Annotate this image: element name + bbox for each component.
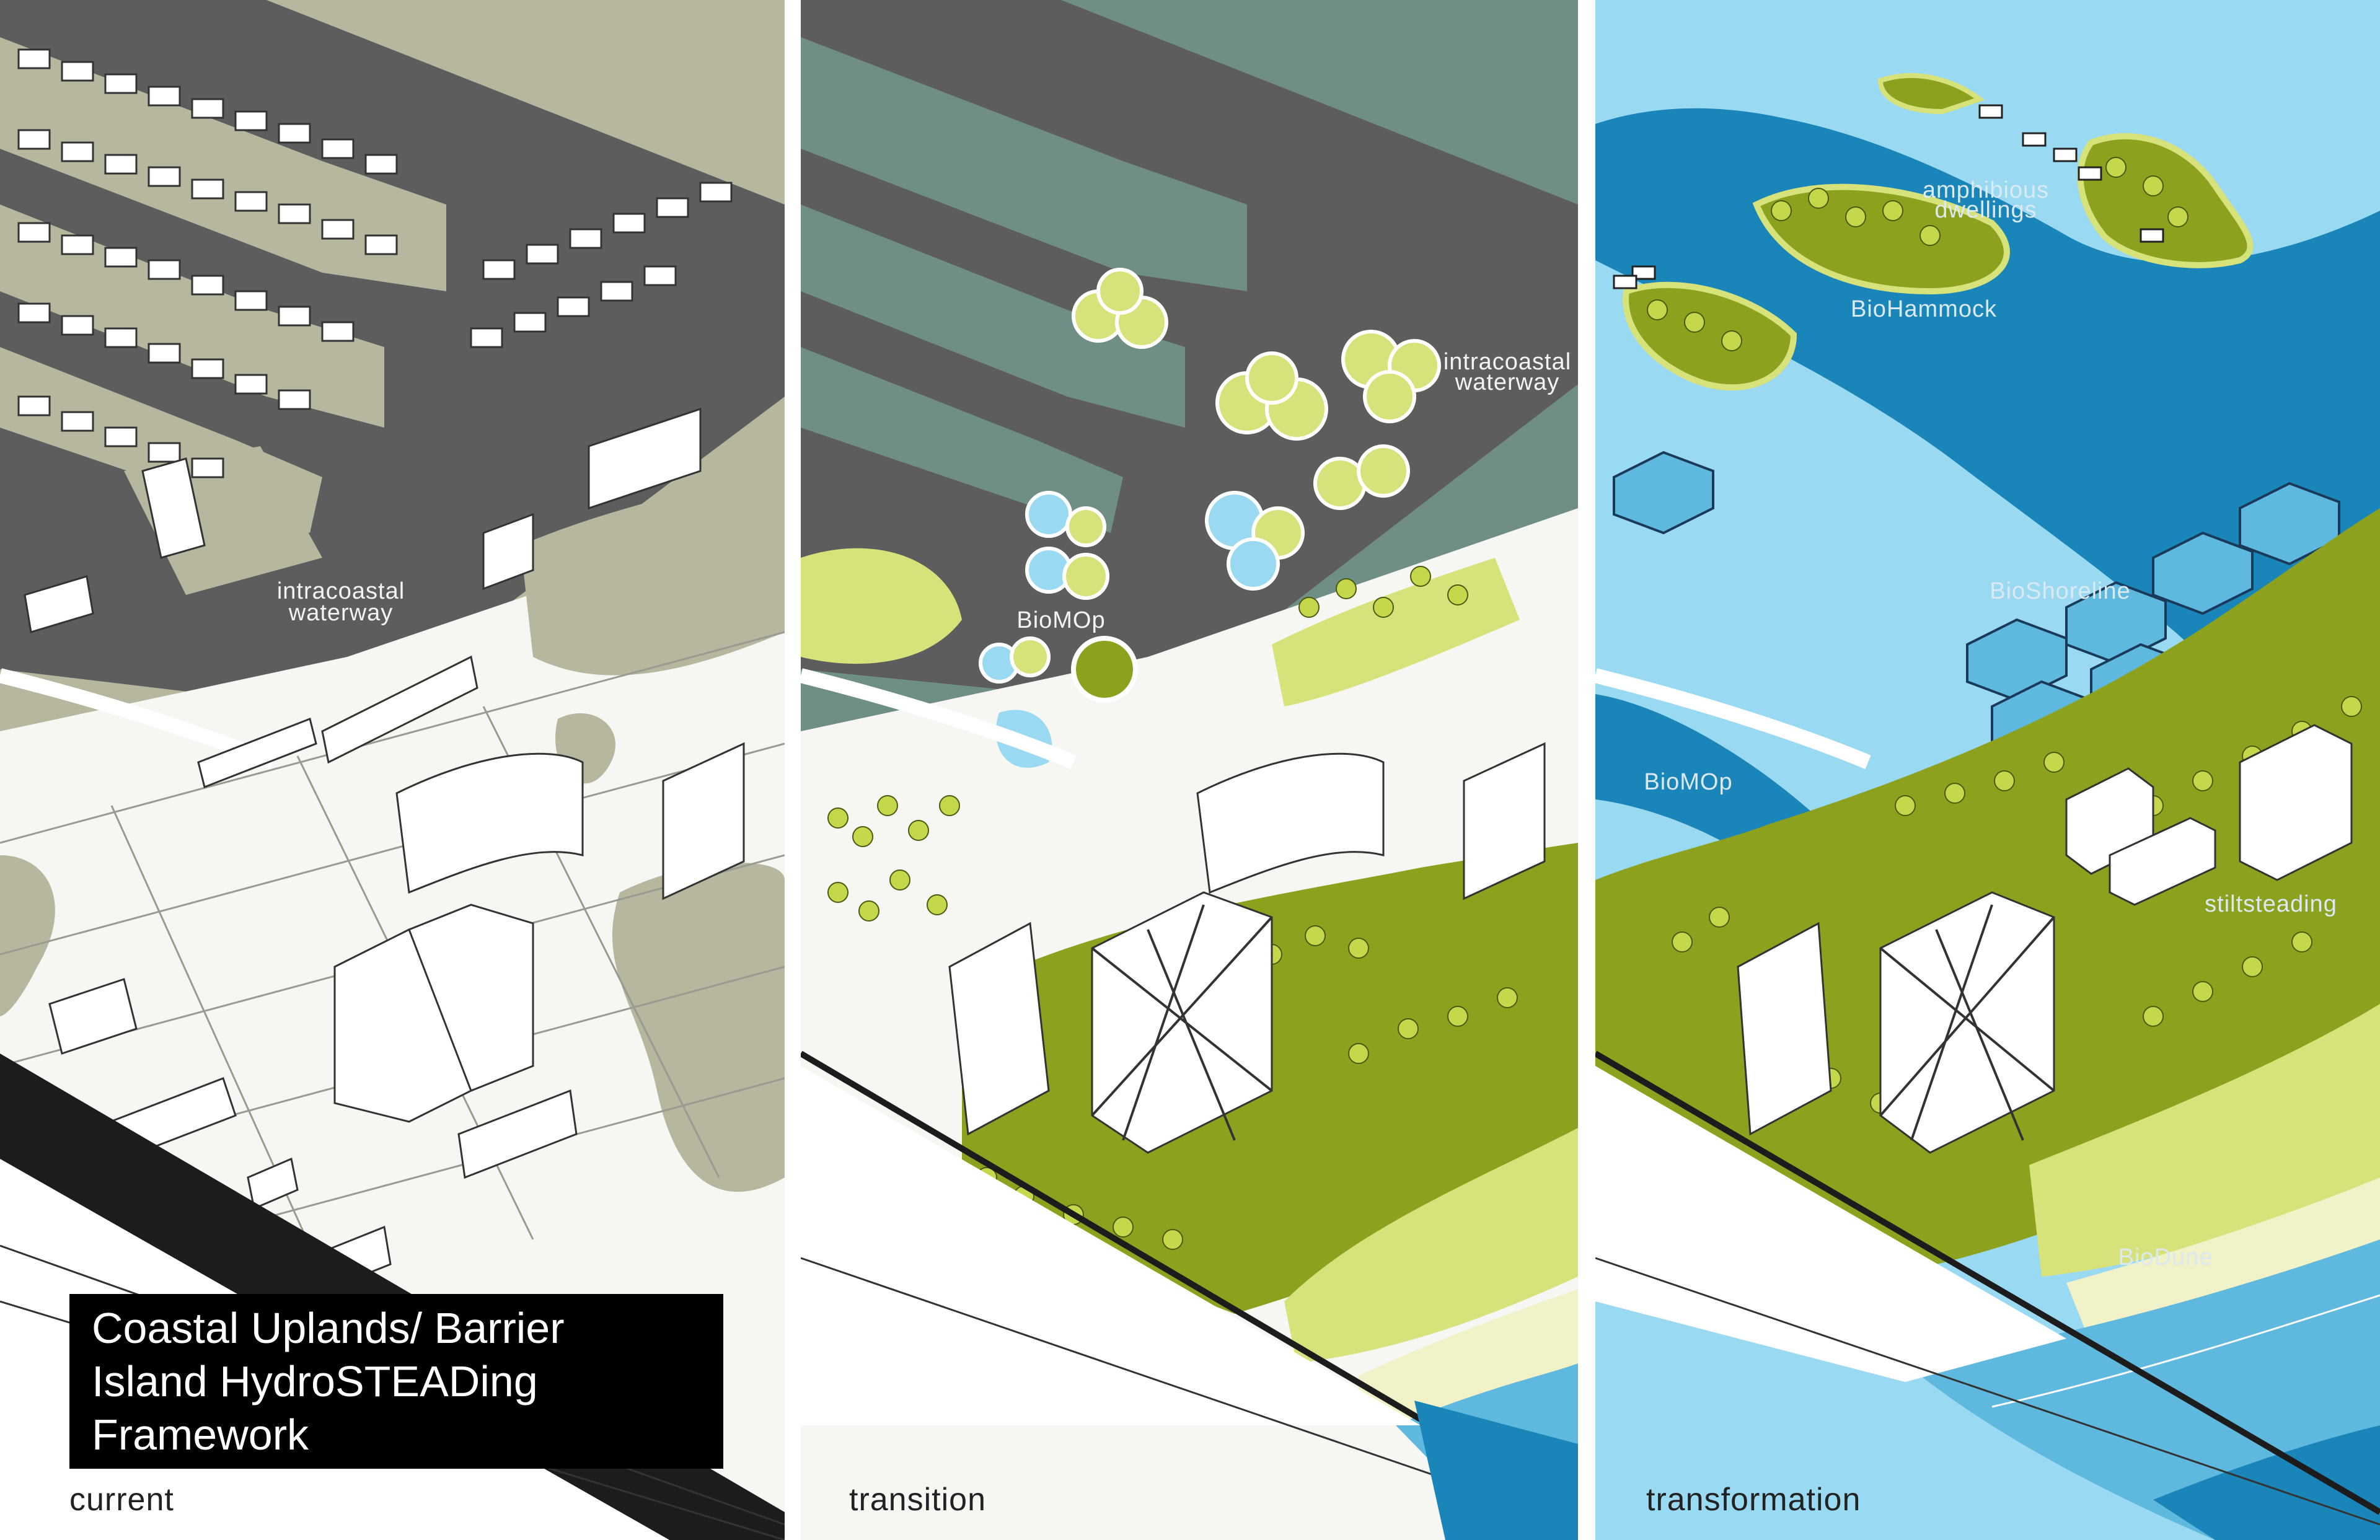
bridge <box>801 668 1077 770</box>
label-biodune: BioDune <box>2118 1244 2213 1270</box>
lattice-tower <box>1879 904 2055 1141</box>
dune-band <box>1284 1128 1578 1363</box>
transformation-map <box>1595 0 2380 1540</box>
green-patch <box>0 855 55 1016</box>
section-base <box>1595 1066 2066 1382</box>
panel-transformation: amphibious dwellings BioHammock BioShore… <box>1595 0 2380 1540</box>
caption-transition: transition <box>849 1482 986 1518</box>
label-intracoastal: intracoastal <box>276 578 405 604</box>
house-rows <box>17 48 733 478</box>
label-amphibious: amphibious <box>1922 177 2050 203</box>
dune-band <box>2029 1004 2380 1277</box>
label-biomop: BioMOp <box>1644 769 1733 795</box>
title-line-1: Coastal Uplands/ Barrier <box>92 1304 565 1352</box>
shore-wave <box>1991 1294 2380 1408</box>
title-box: Coastal Uplands/ Barrier Island HydroSTE… <box>69 1294 723 1469</box>
label-waterway: waterway <box>288 600 394 626</box>
ocean-deep <box>1414 1401 1578 1540</box>
title-line-3: Framework <box>92 1410 309 1459</box>
transition-map <box>801 0 1578 1540</box>
buildings <box>948 742 1546 1154</box>
neighborhood-island <box>0 205 384 428</box>
neighborhood-island <box>801 37 1247 291</box>
buildings <box>24 407 745 1291</box>
label-biomop: BioMOp <box>1016 607 1106 633</box>
label-bioshoreline: BioShoreline <box>1990 578 2131 604</box>
title-line-2: Island HydroSTEADing <box>92 1357 538 1406</box>
label-biohammock: BioHammock <box>1851 296 1997 322</box>
lattice-tower <box>1091 904 1273 1141</box>
ocean-deep <box>2153 1425 2380 1540</box>
label-dwellings: dwellings <box>1934 197 2037 223</box>
green-patch <box>521 471 785 675</box>
amphibious-dwellings <box>1613 104 2164 289</box>
biohammock-island <box>1877 73 1985 115</box>
section-line <box>1595 1257 2380 1526</box>
green-patch <box>801 548 962 664</box>
panel-current: intracoastal waterway Coastal Uplands/ B… <box>0 0 785 1540</box>
bridge <box>1595 668 1871 770</box>
label-stiltsteading: stiltsteading <box>2205 891 2337 917</box>
green-patch <box>612 863 785 1192</box>
caption-transformation: transformation <box>1646 1482 1861 1518</box>
caption-current: current <box>69 1482 174 1518</box>
section-base <box>801 1066 1421 1425</box>
biohammock-island <box>1752 183 2010 295</box>
buildings <box>1737 724 2353 1154</box>
panel-transition: intracoastal waterway BioMOp transition <box>801 0 1578 1540</box>
label-intracoastal: intracoastal <box>1443 349 1572 375</box>
neighborhood-island <box>801 205 1185 428</box>
ground-edge <box>1595 1050 2380 1515</box>
neighborhood-island <box>801 347 1123 533</box>
biomop-rings <box>979 268 1441 703</box>
label-waterway: waterway <box>1455 369 1560 395</box>
